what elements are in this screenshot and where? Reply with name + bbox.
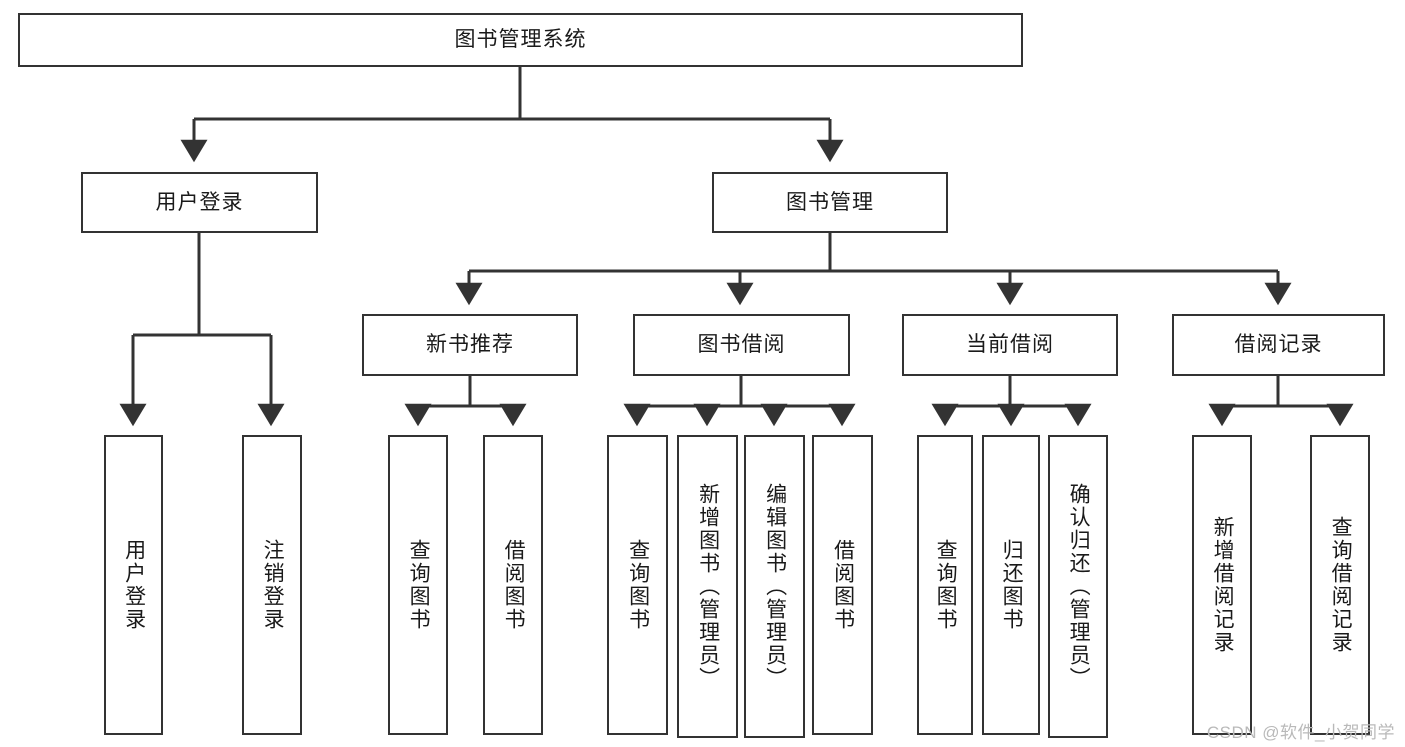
leaf-logout-login-label: 注销登录 <box>261 539 285 631</box>
node-new-book-recommend-label: 新书推荐 <box>426 333 514 357</box>
leaf-logout-login[interactable]: 注销登录 <box>242 435 302 735</box>
node-book-manage-label: 图书管理 <box>786 190 874 214</box>
leaf-return-book[interactable]: 归还图书 <box>982 435 1040 735</box>
leaf-user-login-label: 用户登录 <box>122 539 146 631</box>
leaf-user-login[interactable]: 用户登录 <box>104 435 163 735</box>
leaf-query-book-new[interactable]: 查询图书 <box>388 435 448 735</box>
leaf-query-book-borrow-label: 查询图书 <box>626 539 650 631</box>
leaf-query-book-new-label: 查询图书 <box>407 539 431 631</box>
leaf-query-borrow-record-label: 查询借阅记录 <box>1329 516 1353 654</box>
leaf-confirm-return-admin[interactable]: 确认归还（管理员） <box>1048 435 1108 738</box>
leaf-query-borrow-record[interactable]: 查询借阅记录 <box>1310 435 1370 735</box>
node-book-manage[interactable]: 图书管理 <box>712 172 948 233</box>
leaf-query-book-current-label: 查询图书 <box>934 539 958 631</box>
leaf-edit-book-admin-label: 编辑图书（管理员） <box>763 483 787 690</box>
node-new-book-recommend[interactable]: 新书推荐 <box>362 314 578 376</box>
node-user-login-label: 用户登录 <box>155 190 244 214</box>
leaf-add-book-admin-label: 新增图书（管理员） <box>696 483 720 690</box>
node-current-borrow[interactable]: 当前借阅 <box>902 314 1118 376</box>
node-root[interactable]: 图书管理系统 <box>18 13 1023 67</box>
leaf-borrow-book[interactable]: 借阅图书 <box>812 435 873 735</box>
node-root-label: 图书管理系统 <box>454 28 587 52</box>
leaf-edit-book-admin[interactable]: 编辑图书（管理员） <box>744 435 805 738</box>
leaf-add-borrow-record-label: 新增借阅记录 <box>1211 516 1235 654</box>
watermark: CSDN @软件_小贺同学 <box>1206 723 1395 742</box>
node-book-borrow-label: 图书借阅 <box>697 333 786 357</box>
leaf-query-book-borrow[interactable]: 查询图书 <box>607 435 668 735</box>
leaf-add-borrow-record[interactable]: 新增借阅记录 <box>1192 435 1252 735</box>
node-user-login[interactable]: 用户登录 <box>81 172 318 233</box>
node-borrow-record[interactable]: 借阅记录 <box>1172 314 1385 376</box>
leaf-confirm-return-admin-label: 确认归还（管理员） <box>1067 483 1091 690</box>
leaf-borrow-book-new[interactable]: 借阅图书 <box>483 435 543 735</box>
leaf-return-book-label: 归还图书 <box>1000 539 1024 631</box>
leaf-borrow-book-label: 借阅图书 <box>831 539 855 631</box>
node-book-borrow[interactable]: 图书借阅 <box>633 314 850 376</box>
leaf-borrow-book-new-label: 借阅图书 <box>502 539 526 631</box>
node-current-borrow-label: 当前借阅 <box>966 333 1054 357</box>
node-borrow-record-label: 借阅记录 <box>1234 333 1323 357</box>
leaf-query-book-current[interactable]: 查询图书 <box>917 435 973 735</box>
leaf-add-book-admin[interactable]: 新增图书（管理员） <box>677 435 738 738</box>
